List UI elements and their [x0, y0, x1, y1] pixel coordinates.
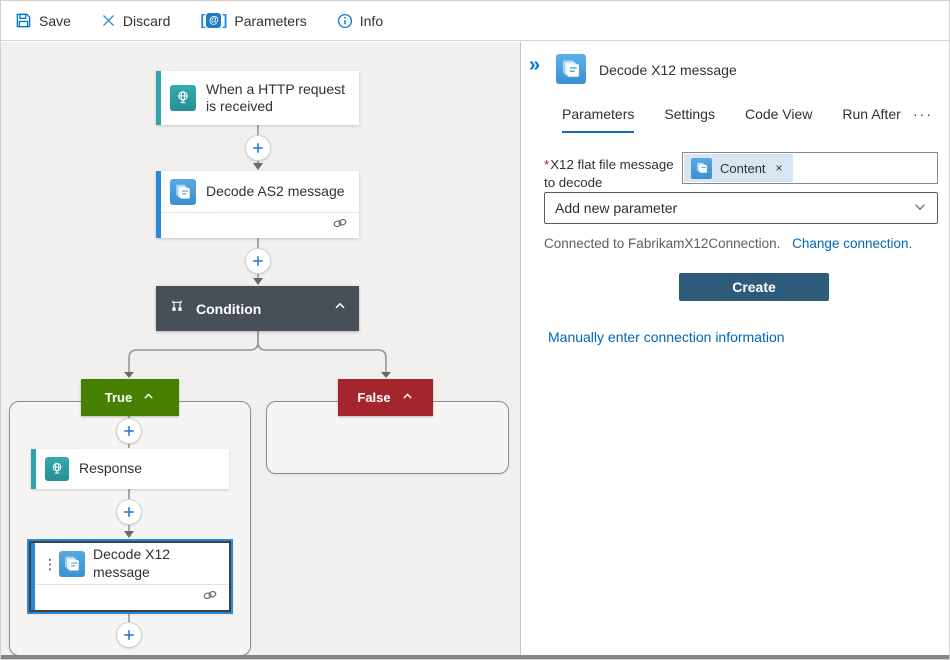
save-button[interactable]: Save	[15, 12, 71, 29]
content-token[interactable]: Content ×	[684, 154, 793, 182]
node-accent-bar	[156, 71, 161, 125]
x12-message-field-label: *X12 flat file message to decode	[544, 157, 674, 190]
condition-title: Condition	[196, 300, 262, 317]
discard-icon	[101, 13, 116, 28]
panel-tabs: Parameters Settings Code View Run After	[562, 106, 909, 133]
response-node-title: Response	[79, 460, 143, 477]
tab-code-view[interactable]: Code View	[744, 106, 813, 122]
collapse-chevron-icon[interactable]	[142, 390, 155, 406]
collapse-panel-icon[interactable]: »	[529, 54, 541, 76]
discard-button[interactable]: Discard	[101, 13, 170, 29]
insert-step-button[interactable]	[116, 622, 142, 648]
token-remove-icon[interactable]: ×	[775, 161, 783, 175]
true-branch-header[interactable]: True	[81, 379, 179, 416]
save-icon	[15, 12, 32, 29]
as2-documents-icon	[170, 178, 196, 205]
action-details-panel: » Decode X12 message Parameters Settings…	[522, 42, 949, 655]
required-mark: *	[544, 157, 550, 172]
info-label: Info	[359, 12, 384, 29]
x12-documents-icon	[59, 550, 85, 577]
connection-status-text: Connected to FabrikamX12Connection.	[544, 236, 781, 251]
x12-node-title: Decode X12 message	[93, 546, 171, 580]
add-new-parameter-dropdown[interactable]: Add new parameter	[544, 192, 938, 224]
change-connection-link[interactable]: Change connection.	[792, 236, 913, 251]
tabs-overflow-icon[interactable]: ···	[913, 106, 933, 122]
condition-node[interactable]: Condition	[156, 286, 359, 331]
workflow-canvas: When a HTTP request is received	[1, 42, 521, 657]
panel-title: Decode X12 message	[599, 62, 737, 78]
tab-settings[interactable]: Settings	[664, 106, 715, 122]
info-icon	[337, 13, 353, 29]
dropdown-placeholder: Add new parameter	[555, 200, 678, 216]
insert-step-button[interactable]	[245, 135, 271, 161]
x12-message-input[interactable]: Content ×	[682, 152, 938, 184]
horizontal-scrollbar[interactable]	[1, 655, 949, 659]
collapse-chevron-icon[interactable]	[333, 299, 347, 318]
connection-status-line: Connected to FabrikamX12Connection. Chan…	[544, 236, 912, 251]
false-label: False	[357, 390, 391, 405]
true-label: True	[104, 390, 133, 405]
create-button[interactable]: Create	[679, 273, 829, 301]
insert-step-button[interactable]	[116, 499, 142, 525]
parameters-label: Parameters	[234, 12, 307, 29]
as2-node-title: Decode AS2 message	[206, 182, 345, 199]
node-accent-bar	[31, 543, 35, 610]
token-label: Content	[720, 160, 766, 176]
chevron-down-icon	[913, 200, 927, 217]
http-request-icon	[170, 85, 196, 111]
manual-connection-link[interactable]: Manually enter connection information	[548, 329, 785, 345]
designer-toolbar: Save Discard [@] Parameters	[1, 1, 949, 41]
parameters-button[interactable]: [@] Parameters	[200, 12, 306, 29]
trigger-node-http-request[interactable]: When a HTTP request is received	[156, 71, 359, 125]
false-branch-header[interactable]: False	[338, 379, 433, 416]
insert-step-button[interactable]	[116, 418, 142, 444]
x12-panel-icon	[556, 54, 586, 84]
info-button[interactable]: Info	[337, 13, 383, 29]
node-accent-bar	[31, 449, 36, 489]
token-content-icon	[691, 157, 712, 179]
condition-icon	[168, 297, 186, 320]
action-node-response[interactable]: Response	[31, 449, 229, 489]
action-node-decode-as2[interactable]: Decode AS2 message	[156, 171, 359, 238]
node-accent-bar	[156, 171, 161, 238]
trigger-title: When a HTTP request is received	[206, 80, 346, 115]
insert-step-button[interactable]	[245, 248, 271, 274]
response-icon	[45, 457, 69, 481]
collapse-chevron-icon[interactable]	[401, 390, 414, 406]
more-options-handle[interactable]: ⋮	[43, 555, 57, 572]
discard-label: Discard	[122, 12, 171, 29]
parameters-icon: [@]	[200, 12, 228, 29]
connection-link-icon	[201, 588, 219, 607]
tab-run-after[interactable]: Run After	[842, 106, 901, 122]
connection-link-icon	[331, 216, 349, 235]
tab-parameters[interactable]: Parameters	[562, 106, 635, 133]
action-node-decode-x12-selected[interactable]: ⋮ Decode X12 message	[27, 539, 233, 614]
save-label: Save	[39, 12, 71, 29]
